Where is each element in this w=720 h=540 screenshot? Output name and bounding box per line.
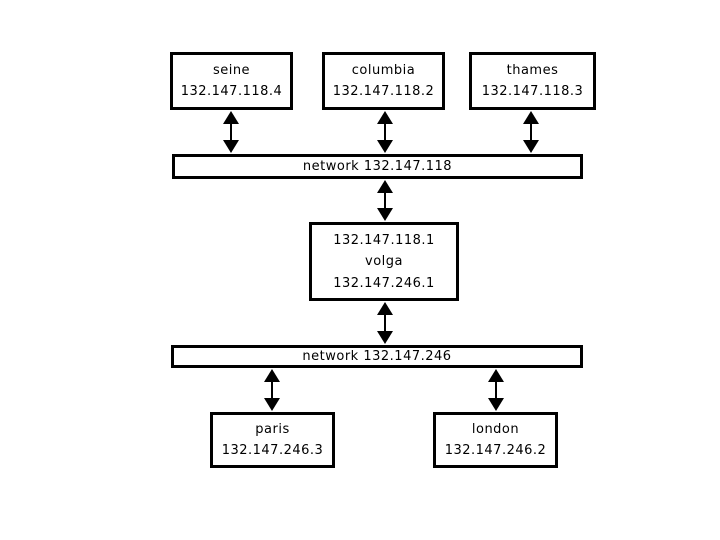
network-label: network 132.147.246 [302, 349, 452, 364]
host-ip: 132.147.118.4 [180, 84, 283, 100]
host-ip: 132.147.118.2 [332, 84, 435, 100]
arrow-head-up-icon [377, 111, 393, 124]
arrow-head-up-icon [377, 302, 393, 315]
arrow-shaft [271, 378, 273, 402]
arrow-head-down-icon [377, 140, 393, 153]
host-ip: 132.147.246.2 [444, 443, 547, 458]
link-arrow-thames-net118 [523, 111, 539, 153]
link-arrow-volga-net246 [377, 302, 393, 344]
host-box-thames: thames 132.147.118.3 [469, 52, 596, 110]
link-arrow-columbia-net118 [377, 111, 393, 153]
arrow-head-down-icon [264, 398, 280, 411]
link-arrow-net246-london [488, 369, 504, 411]
arrow-shaft [384, 120, 386, 144]
arrow-shaft [495, 378, 497, 402]
host-name: thames [506, 62, 559, 78]
arrow-head-up-icon [223, 111, 239, 124]
network-label: network 132.147.118 [302, 159, 453, 174]
link-arrow-seine-net118 [223, 111, 239, 153]
host-name: paris [255, 422, 290, 437]
host-name: columbia [351, 62, 416, 78]
host-box-paris: paris 132.147.246.3 [210, 412, 335, 468]
router-name: volga [365, 254, 403, 269]
arrow-head-up-icon [488, 369, 504, 382]
router-ip-bottom: 132.147.246.1 [333, 275, 435, 291]
host-ip: 132.147.246.3 [221, 443, 324, 458]
host-ip: 132.147.118.3 [481, 84, 584, 100]
network-bar-246: network 132.147.246 [171, 345, 583, 368]
arrow-head-down-icon [377, 208, 393, 221]
arrow-head-down-icon [523, 140, 539, 153]
host-box-columbia: columbia 132.147.118.2 [322, 52, 445, 110]
arrow-head-up-icon [264, 369, 280, 382]
link-arrow-net246-paris [264, 369, 280, 411]
network-bar-118: network 132.147.118 [172, 154, 583, 179]
arrow-head-up-icon [523, 111, 539, 124]
host-box-seine: seine 132.147.118.4 [170, 52, 293, 110]
arrow-head-down-icon [377, 331, 393, 344]
arrow-head-up-icon [377, 180, 393, 193]
arrow-head-down-icon [223, 140, 239, 153]
router-ip-top: 132.147.118.1 [333, 232, 435, 248]
router-box-volga: 132.147.118.1 volga 132.147.246.1 [309, 222, 459, 301]
arrow-shaft [230, 120, 232, 144]
host-name: seine [212, 62, 251, 78]
arrow-shaft [384, 311, 386, 335]
arrow-shaft [530, 120, 532, 144]
link-arrow-net118-volga [377, 180, 393, 221]
host-name: london [471, 422, 520, 437]
host-box-london: london 132.147.246.2 [433, 412, 558, 468]
arrow-head-down-icon [488, 398, 504, 411]
arrow-shaft [384, 189, 386, 212]
